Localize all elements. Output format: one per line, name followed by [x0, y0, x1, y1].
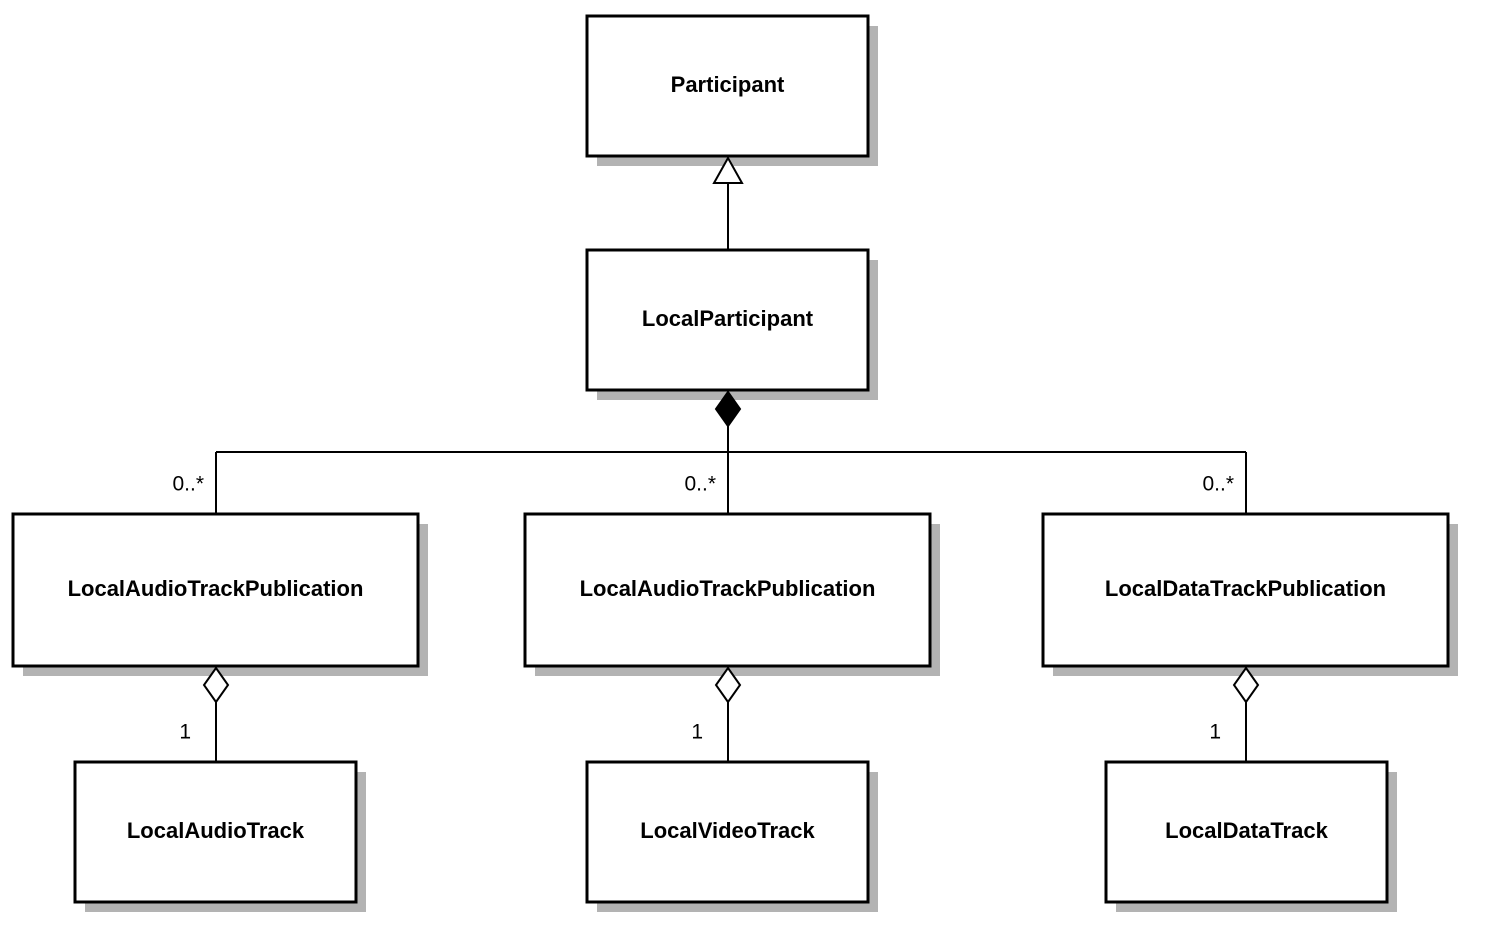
class-pub-right[interactable]: LocalDataTrackPublication	[1041, 512, 1458, 676]
multiplicity-pub-left: 0..*	[172, 473, 204, 496]
class-track-left-box	[73, 760, 358, 904]
class-pub-right-box	[1041, 512, 1450, 668]
class-participant-label: Participant	[671, 72, 785, 97]
class-track-center[interactable]: LocalVideoTrack	[585, 760, 878, 912]
class-track-center-box	[585, 760, 870, 904]
generalization-edge	[712, 155, 744, 250]
class-local-participant-label: LocalParticipant	[642, 306, 814, 331]
class-track-right[interactable]: LocalDataTrack	[1104, 760, 1397, 912]
class-pub-center-box	[523, 512, 932, 668]
class-track-right-label: LocalDataTrack	[1165, 818, 1328, 843]
aggregation-edge-right	[1232, 666, 1260, 762]
multiplicity-track-right: 1	[1209, 721, 1221, 744]
class-pub-center-label: LocalAudioTrackPublication	[580, 576, 876, 601]
class-participant-box	[585, 14, 870, 158]
class-local-participant-box	[585, 248, 870, 392]
multiplicity-track-left: 1	[179, 721, 191, 744]
class-track-center-label: LocalVideoTrack	[640, 818, 815, 843]
generalization-arrowhead	[712, 155, 744, 184]
multiplicity-pub-right: 0..*	[1202, 473, 1234, 496]
class-participant[interactable]: Participant	[585, 14, 878, 166]
class-pub-left-label: LocalAudioTrackPublication	[68, 576, 364, 601]
class-track-right-box	[1104, 760, 1389, 904]
multiplicity-track-center: 1	[691, 721, 703, 744]
composition-edges	[215, 390, 1247, 514]
aggregation-edge-left	[202, 666, 230, 762]
class-local-participant[interactable]: LocalParticipant	[585, 248, 878, 400]
multiplicity-pub-center: 0..*	[684, 473, 716, 496]
class-track-left-label: LocalAudioTrack	[127, 818, 305, 843]
class-track-left[interactable]: LocalAudioTrack	[73, 760, 366, 912]
class-pub-center[interactable]: LocalAudioTrackPublication	[523, 512, 940, 676]
class-pub-left-box	[11, 512, 420, 668]
aggregation-edge-center	[714, 666, 742, 762]
class-pub-left[interactable]: LocalAudioTrackPublication	[11, 512, 428, 676]
class-pub-right-label: LocalDataTrackPublication	[1105, 576, 1386, 601]
